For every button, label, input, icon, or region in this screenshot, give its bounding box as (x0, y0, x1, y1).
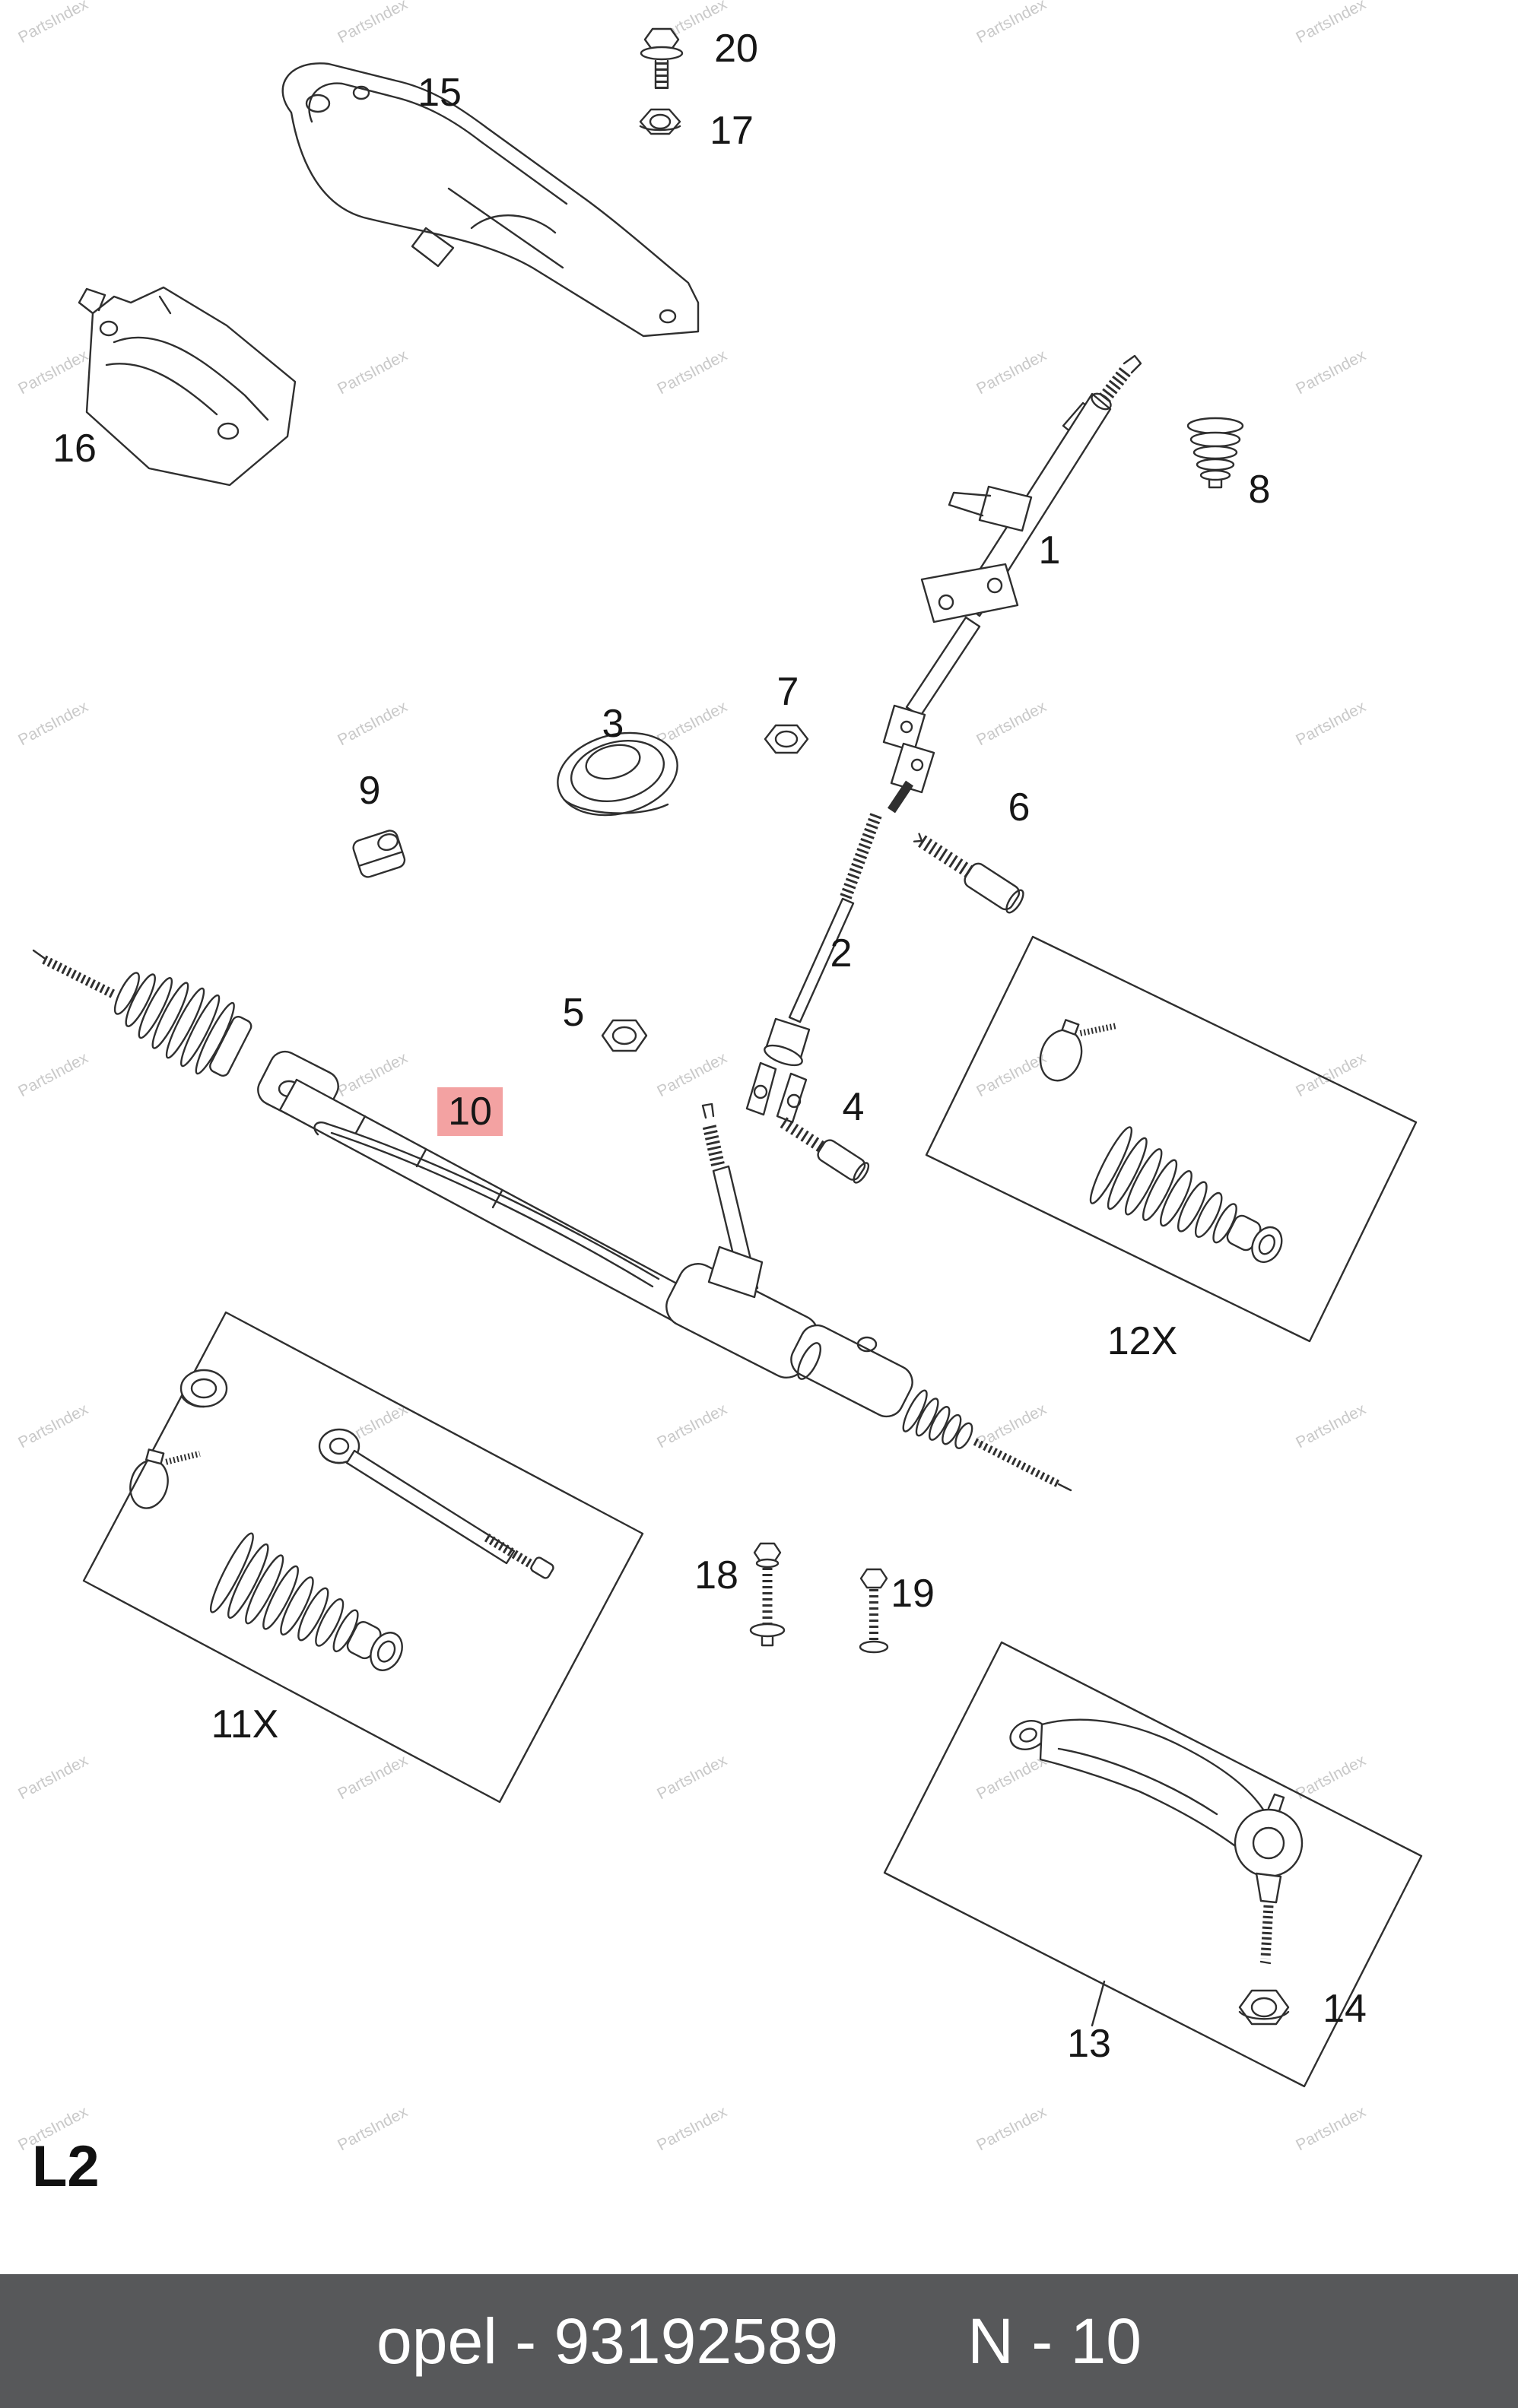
part-2-intermediate-shaft-drawing (745, 813, 882, 1124)
part-20-bolt-drawing (640, 27, 684, 90)
part-label-15[interactable]: 15 (418, 71, 462, 115)
footer-catalog-ref: opel - 93192589 (376, 2305, 839, 2377)
part-label-17[interactable]: 17 (710, 109, 754, 153)
part-label-9[interactable]: 9 (358, 769, 381, 813)
part-label-13[interactable]: 13 (1067, 2022, 1111, 2066)
part-label-3[interactable]: 3 (602, 702, 624, 746)
part-label-1[interactable]: 1 (1038, 528, 1061, 573)
part-label-20[interactable]: 20 (714, 27, 758, 71)
footer-bar: opel - 93192589 N - 10 (0, 2274, 1518, 2408)
part-label-5[interactable]: 5 (562, 991, 585, 1035)
part-label-16[interactable]: 16 (52, 427, 97, 471)
part-19-bolt-drawing (859, 1568, 889, 1654)
kit-box-11x (82, 1311, 644, 1804)
kit-box-13 (883, 1641, 1423, 2088)
part-label-4[interactable]: 4 (842, 1085, 865, 1129)
part-label-6[interactable]: 6 (1008, 785, 1031, 830)
part-label-8[interactable]: 8 (1248, 468, 1271, 512)
part-1-steering-column-drawing (882, 354, 1142, 814)
part-4-bolt-drawing (780, 1117, 870, 1184)
part-14-nut-drawing (1238, 1989, 1290, 2026)
part-16-heat-shield-drawing (78, 286, 297, 487)
kit-box-12x (925, 935, 1418, 1343)
part-label-19[interactable]: 19 (891, 1572, 935, 1616)
part-3-grommet-drawing (557, 731, 678, 817)
part-6-bolt-drawing (913, 833, 1024, 914)
part-label-7[interactable]: 7 (776, 670, 799, 714)
part-label-10[interactable]: 10 (437, 1087, 503, 1136)
part-13-tie-rod-end-drawing (1009, 1718, 1304, 1965)
part-label-14[interactable]: 14 (1323, 1987, 1367, 2031)
part-8-bump-stop-drawing (1186, 417, 1244, 489)
part-label-18[interactable]: 18 (694, 1553, 738, 1597)
part-label-2[interactable]: 2 (830, 931, 853, 976)
footer-page-code: N - 10 (967, 2305, 1142, 2377)
part-17-nut-drawing (639, 108, 681, 135)
part-18-bolt-drawing (749, 1542, 786, 1647)
corner-label: L2 (32, 2134, 100, 2199)
part-10-steering-rack-drawing (32, 949, 1072, 1492)
part-label-11x[interactable]: 11X (211, 1702, 279, 1747)
part-5-nut-drawing (601, 1019, 648, 1052)
label-13-leader-line (1091, 1980, 1106, 2027)
part-9-bushing-drawing (352, 830, 406, 878)
part-label-12x[interactable]: 12X (1107, 1319, 1178, 1363)
part-7-nut-drawing (764, 724, 809, 754)
part-15-bracket-drawing (281, 62, 700, 338)
